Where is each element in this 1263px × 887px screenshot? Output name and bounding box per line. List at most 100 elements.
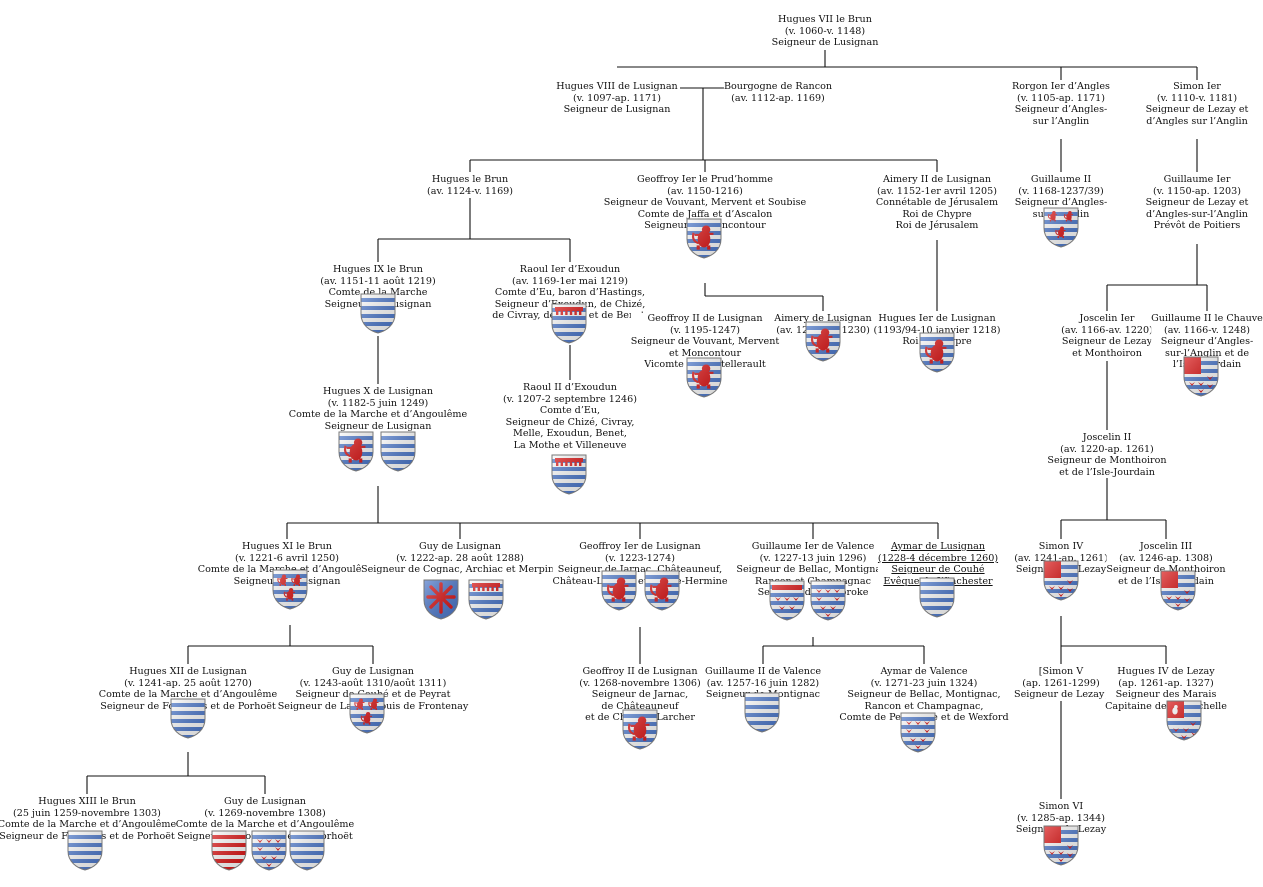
person-detail: (v. 1268-novembre 1306) [579,677,701,689]
coat-of-arms-icon [805,321,841,362]
coat-of-arms-icon [686,218,722,259]
person-name: Geoffroy II de Lusignan [582,666,698,677]
coat-of-arms-icon [349,693,385,734]
coat-of-arms-icon [423,579,459,620]
person-name: Aymar de Valence [880,666,968,677]
person-detail: Seigneur d’Angles- [1014,197,1108,209]
person-detail: Seigneur de Bellac, Montignac, [847,689,1001,701]
person-name: Joscelin Ier [1079,313,1135,324]
person-name: Hugues XI le Brun [242,541,332,552]
person-detail: (av. 1151-11 août 1219) [320,275,436,287]
coat-of-arms-icon [644,570,680,611]
person-detail: Comte d’Eu, baron d’Hastings, [494,287,646,299]
person-detail: (ap. 1261-ap. 1327) [1118,677,1214,689]
person-detail: Rancon et Champagnac, [864,700,984,712]
person-detail: Seigneur de Chizé, Civray, [505,416,635,428]
person-detail: (v. 1227-13 juin 1296) [759,552,867,564]
person-detail: Comte de la Marche et d’Angoulême [98,689,278,701]
person-detail: (ap. 1261-1299) [1022,677,1100,689]
person-name: Hugues IX le Brun [333,264,423,275]
person-detail: Comte de Jaffa et d’Ascalon [637,208,773,220]
person-detail: et Moncontour [668,347,742,359]
person-detail: Château-Larcher et Sainte-Hermine [552,575,728,587]
person-detail: (av. 1112-ap. 1169) [731,92,825,104]
person-detail: Seigneur de Monthoiron [1106,564,1226,576]
coat-of-arms-icon [468,579,504,620]
person-detail: Seigneur de Monthoiron [1047,455,1167,467]
person-detail: (v. 1221-6 avril 1250) [234,552,340,564]
person-detail: Roi de Jérusalem [895,220,979,232]
coat-of-arms-icon [551,303,587,344]
person-detail: (v. 1195-1247) [670,324,740,336]
person-detail: (v. 1243-août 1310/août 1311) [299,677,447,689]
person-detail: (v. 1269-novembre 1308) [204,807,326,819]
person-detail: (v. 1271-23 juin 1324) [870,677,978,689]
coat-of-arms-icon [919,577,955,618]
person-detail: Seigneur de Vouvant, Mervent et Soubise [603,197,807,209]
person-name: Simon VI [1038,801,1084,812]
coat-of-arms-icon [289,830,325,871]
person-detail: (v. 1222-ap. 28 août 1288) [396,552,524,564]
person-name: Hugues VII le Brun [778,14,872,25]
person-name: Hugues XII de Lusignan [129,666,247,677]
person-detail: Seigneur de Lezay et [1145,197,1249,209]
person-hugues4lezay: Hugues IV de Lezay(ap. 1261-ap. 1327)Sei… [1105,666,1227,713]
person-detail: d’Angles sur l’Anglin [1146,115,1248,127]
person-name: Hugues XIII le Brun [38,796,136,807]
person-detail: Comte de la Marche et d’Angoulême [0,819,177,831]
person-detail: sur-l’Anglin et de [1164,347,1250,359]
person-detail: Seigneur de Jarnac, [591,689,689,701]
person-detail: Roi de Chypre [902,208,972,220]
person-guillaume1: Guillaume Ier(v. 1150-ap. 1203)Seigneur … [1145,174,1249,232]
person-name: Hugues IV de Lezay [1117,666,1215,677]
coat-of-arms-icon [211,830,247,871]
person-name: Guillaume II [1030,174,1092,185]
person-detail: (v. 1182-5 juin 1249) [327,397,429,409]
person-name: Aimery II de Lusignan [882,174,992,185]
person-name: Geoffroy Ier de Lusignan [579,541,701,552]
person-detail: (av. 1220-ap. 1261) [1060,443,1154,455]
person-joscelin1: Joscelin Ier(av. 1166-av. 1220)Seigneur … [1061,313,1153,360]
person-name: Aimery de Lusignan [774,313,872,324]
person-detail: Connétable de Jérusalem [875,197,999,209]
person-bourgogne: Bourgogne de Rancon(av. 1112-ap. 1169) [723,81,833,105]
coat-of-arms-icon [551,454,587,495]
coat-of-arms-icon [360,293,396,334]
person-detail: (25 juin 1259-novembre 1303) [13,807,161,819]
person-detail: (av. 1124-v. 1169) [426,185,514,197]
person-detail: Seigneur de Lezay] [1014,689,1108,701]
person-name: Hugues le Brun [431,174,509,185]
person-detail: (v. 1241-ap. 25 août 1270) [124,677,252,689]
person-detail: (v. 1097-ap. 1171) [573,92,661,104]
person-detail: Seigneur de Lusignan [563,104,671,116]
coat-of-arms-icon [622,709,658,750]
person-detail: Seigneur de Cognac, Archiac et Merpins [361,564,559,576]
person-hugues10: Hugues X de Lusignan(v. 1182-5 juin 1249… [288,386,468,433]
person-name: Simon Ier [1173,81,1221,92]
person-detail: (av. 1246-ap. 1308) [1119,552,1213,564]
person-name: Raoul II d’Exoudun [523,382,617,393]
coat-of-arms-icon [1043,207,1079,248]
coat-of-arms-icon [170,698,206,739]
person-name: Guy de Lusignan [332,666,414,677]
person-detail: Prévôt de Poitiers [1153,220,1241,232]
person-detail: Comte de la Marche [328,287,428,299]
person-detail: Capitaine de La Rochelle [1105,700,1227,712]
person-detail: Seigneur de Lezay [1061,336,1153,348]
person-detail: Melle, Exoudun, Benet, [513,428,627,440]
person-name: Guillaume II de Valence [704,666,822,677]
person-detail: (av. 1169-1er mai 1219) [511,275,629,287]
coat-of-arms-icon [686,357,722,398]
coat-of-arms-icon [900,712,936,753]
person-detail: Seigneur de Bellac, Montignac, [736,564,890,576]
coat-of-arms-icon [1160,570,1196,611]
coat-of-arms-icon [810,580,846,621]
person-detail: et Monthoiron [1072,347,1142,359]
person-detail: Seigneur de Lusignan [324,420,432,432]
person-detail: (v. 1105-ap. 1171) [1017,92,1105,104]
person-detail: (av. 1166-v. 1248) [1163,324,1251,336]
person-detail: Seigneur d’Angles- [1014,104,1108,116]
person-detail: Seigneur d’Angles- [1160,336,1254,348]
coat-of-arms-icon [769,580,805,621]
coat-of-arms-icon [919,332,955,373]
